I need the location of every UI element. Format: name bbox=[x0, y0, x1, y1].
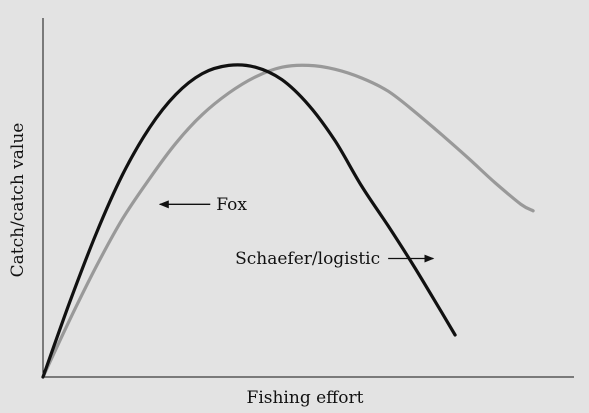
series-line-fox bbox=[41, 63, 535, 379]
x-axis-label: Fishing effort bbox=[247, 388, 364, 408]
y-axis-label: Catch/catch value bbox=[8, 123, 28, 278]
series-line-schaefer bbox=[41, 63, 457, 379]
series-layer bbox=[41, 63, 535, 379]
annotation-label-fox: Fox bbox=[216, 195, 247, 215]
annotation-label-schaefer: Schaefer/logistic bbox=[235, 249, 380, 269]
